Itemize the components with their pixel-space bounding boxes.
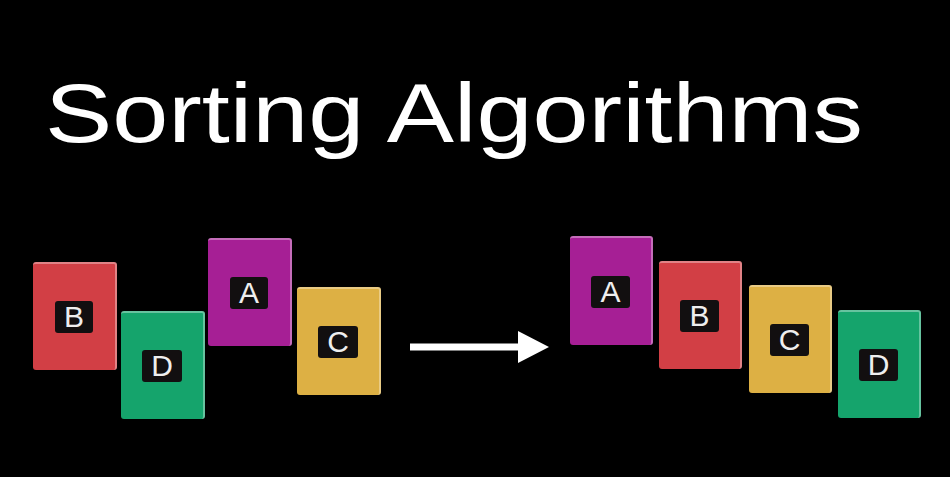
card-letter: D	[859, 349, 899, 381]
card: A	[570, 236, 653, 345]
card-letter: D	[142, 350, 182, 382]
card-letter: B	[55, 301, 93, 333]
card: C	[297, 287, 381, 395]
card-letter: A	[591, 276, 629, 308]
card: C	[749, 285, 832, 393]
card-letter: C	[770, 324, 810, 356]
arrow-head	[518, 331, 549, 363]
card: D	[838, 310, 921, 418]
card: B	[33, 262, 117, 370]
card: D	[121, 311, 205, 419]
card-letter: A	[230, 277, 268, 309]
arrow-shaft	[410, 344, 522, 351]
title: Sorting Algorithms	[45, 71, 863, 155]
card: B	[659, 261, 742, 369]
card: A	[208, 238, 292, 346]
card-letter: C	[318, 326, 358, 358]
card-letter: B	[680, 300, 718, 332]
